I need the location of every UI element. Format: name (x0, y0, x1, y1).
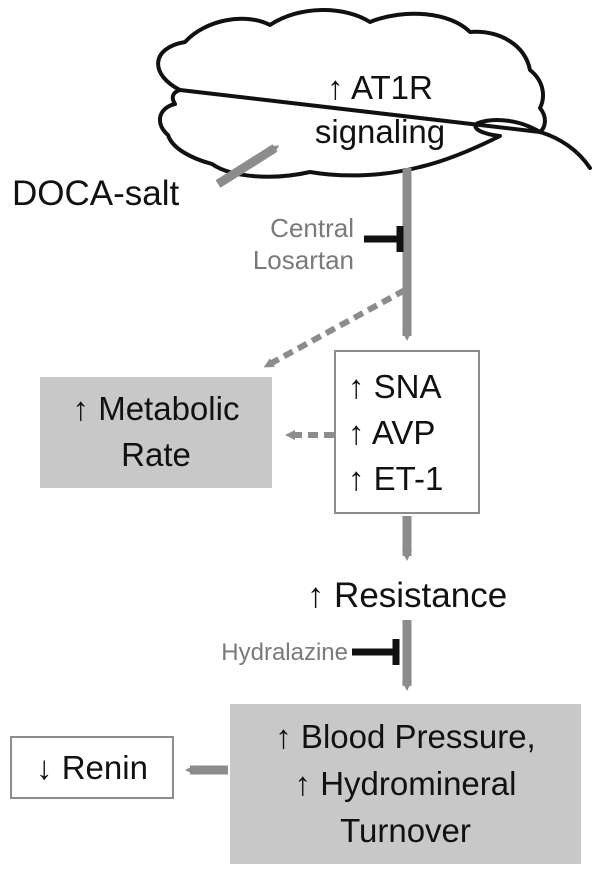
doca-salt-label: DOCA-salt (12, 174, 180, 213)
central-losartan-line2: Losartan (252, 245, 354, 275)
metabolic-rate-line2: Rate (121, 436, 191, 473)
doca-arrow (215, 144, 280, 188)
hydralazine-label: Hydralazine (221, 639, 348, 666)
outcome-line2: ↑ Hydromineral (294, 765, 517, 802)
effector-avp: ↑ AVP (348, 414, 436, 451)
metabolic-rate-box: ↑ Metabolic Rate (40, 377, 272, 488)
resistance-label: ↑ Resistance (306, 576, 508, 615)
effector-box: ↑ SNA ↑ AVP ↑ ET-1 (334, 350, 480, 514)
central-losartan-line1: Central (270, 213, 354, 243)
brain-label: ↑ AT1R signaling (265, 66, 495, 154)
outcome-line1: ↑ Blood Pressure, (275, 718, 536, 755)
central-losartan-label: Central Losartan (238, 212, 354, 276)
brain-label-line1: ↑ AT1R (327, 69, 433, 106)
effector-et1: ↑ ET-1 (348, 460, 444, 497)
metabolic-rate-line1: ↑ Metabolic (72, 390, 240, 427)
outcome-box: ↑ Blood Pressure, ↑ Hydromineral Turnove… (230, 704, 581, 864)
brain-label-line2: signaling (314, 113, 446, 150)
outcome-line3: Turnover (340, 812, 471, 849)
brain-outline (156, 8, 592, 179)
renin-label: ↓ Renin (36, 749, 148, 786)
effector-sna: ↑ SNA (348, 368, 442, 405)
renin-box: ↓ Renin (10, 736, 174, 799)
brain-to-metabolic-dotted-arrow (263, 287, 407, 368)
